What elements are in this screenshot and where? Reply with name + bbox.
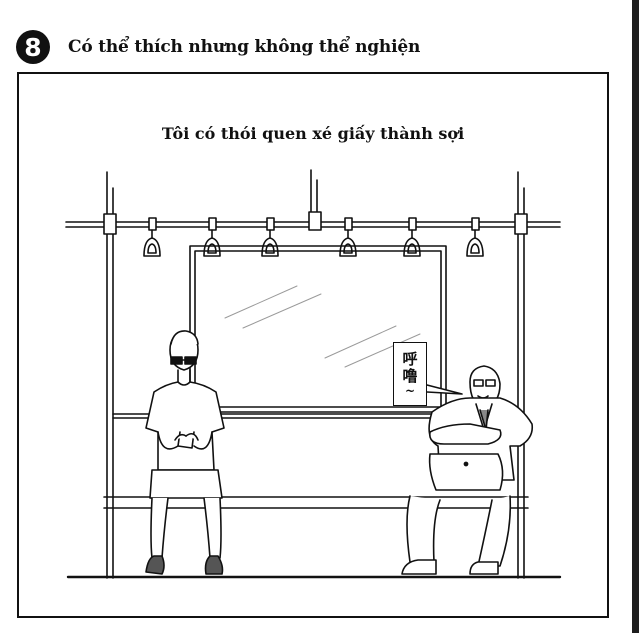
- number-badge: 8: [16, 30, 50, 64]
- section-heading: 8 Có thể thích nhưng không thể nghiện: [16, 30, 420, 64]
- hand-strap-icon: [466, 217, 484, 257]
- comic-panel: Tôi có thói quen xé giấy thành sợi: [17, 72, 609, 618]
- speech-bubble-tail: [426, 384, 463, 395]
- young-man-figure: [145, 330, 225, 575]
- speech-bubble-char-1: 呼: [402, 350, 418, 368]
- glass-reflections: [224, 285, 421, 368]
- window-edge-strip: [632, 0, 639, 633]
- speech-bubble-tilde: ~: [404, 384, 416, 398]
- number-badge-label: 8: [24, 32, 42, 62]
- section-title: Có thể thích nhưng không thể nghiện: [68, 37, 421, 57]
- overhead-rail: [65, 211, 561, 235]
- window: [189, 245, 447, 413]
- old-man-figure: [401, 365, 534, 575]
- speech-bubble-char-2: 噜: [402, 367, 418, 385]
- panel-caption: Tôi có thói quen xé giấy thành sợi: [161, 124, 465, 143]
- hand-strap-icon: [143, 217, 161, 257]
- speech-bubble: 呼 噜 ~: [393, 342, 427, 406]
- vertical-poles: [106, 169, 525, 579]
